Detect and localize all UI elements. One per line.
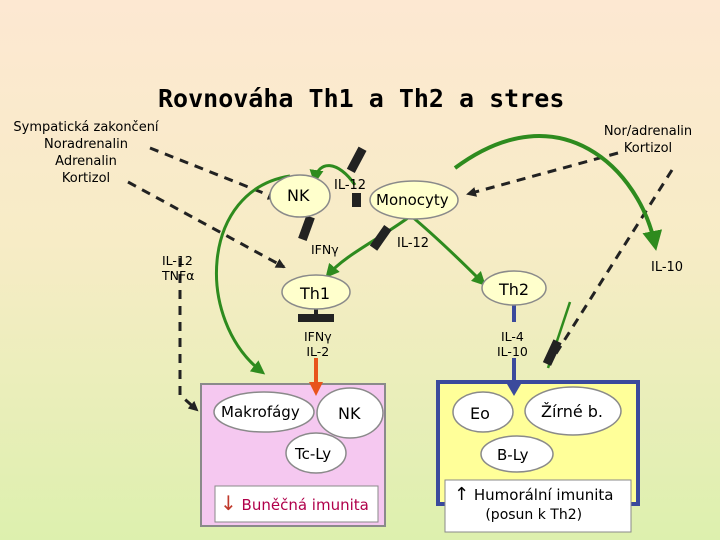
green-arrow-il12-tnf-to-makrofagy bbox=[214, 174, 291, 375]
il12-mid-label: IL-12 bbox=[397, 236, 430, 251]
nk-bottom-label: NK bbox=[338, 404, 361, 423]
left-stress-item: Sympatická zakončení bbox=[13, 120, 159, 135]
tc-ly-label: Tc-Ly bbox=[295, 445, 332, 463]
humoral-label-bg bbox=[444, 479, 632, 533]
th1-cytokine-item: IFNγ bbox=[304, 329, 332, 344]
left-stress-item: Kortizol bbox=[61, 171, 111, 186]
b-ly-ellipse bbox=[480, 435, 554, 473]
green-arrow-il12-to-nk bbox=[309, 164, 357, 186]
il12-tnf-item: TNFα bbox=[162, 268, 195, 283]
th2-output bbox=[507, 303, 521, 396]
humoral-immunity-line: ↑ Humorální imunita bbox=[454, 485, 613, 505]
left-stress-item: Noradrenalin bbox=[44, 137, 128, 152]
inhibition-bar-il12-mid bbox=[369, 225, 392, 251]
right-stress-factors: Nor/adrenalin Kortizol bbox=[598, 123, 698, 157]
nk-top-label: NK bbox=[287, 186, 310, 205]
green-arrow-il10-big bbox=[453, 134, 663, 251]
cellular-immunity-text: Buněčná imunita bbox=[241, 496, 369, 514]
page-title: Rovnováha Th1 a Th2 a stres bbox=[158, 84, 565, 113]
humoral-immunity-label: ↑ Humorální imunita (posun k Th2) bbox=[454, 485, 613, 525]
zirne-ellipse bbox=[524, 386, 622, 436]
th2-cytokine-item: IL-4 bbox=[500, 329, 524, 344]
humoral-up-arrow: ↑ bbox=[454, 484, 470, 505]
th1-label: Th1 bbox=[300, 284, 331, 303]
zirne-label: Žírné b. bbox=[541, 402, 604, 421]
green-arrow-monocyty-to-th1 bbox=[325, 213, 413, 279]
cellular-immunity-label: ↓ Buněčná imunita bbox=[220, 491, 369, 515]
tc-ly-ellipse bbox=[285, 432, 347, 474]
inhibition-bar-right-il10 bbox=[542, 339, 562, 366]
th1-ellipse bbox=[281, 274, 351, 310]
monocyty-ellipse bbox=[369, 180, 459, 220]
eo-ellipse bbox=[452, 391, 514, 433]
left-stress-factors: Sympatická zakončení Noradrenalin Adrena… bbox=[6, 119, 166, 187]
green-arrows bbox=[214, 134, 663, 375]
th1-cytokines: IFNγ IL-2 bbox=[304, 329, 332, 359]
node-shapes bbox=[213, 174, 622, 474]
th2-ellipse bbox=[481, 270, 547, 306]
ifn-top-label: IFNγ bbox=[311, 242, 339, 257]
dashed-arrow-to-makrofagy bbox=[178, 258, 199, 412]
th2-cytokines: IL-4 IL-10 bbox=[497, 329, 528, 359]
right-stress-item: Nor/adrenalin bbox=[603, 124, 693, 139]
il12-tnf-label: IL-12 TNFα bbox=[162, 253, 194, 283]
cellular-down-arrow: ↓ bbox=[220, 491, 237, 515]
b-ly-label: B-Ly bbox=[497, 446, 529, 464]
humoral-immunity-text: Humorální imunita bbox=[473, 486, 614, 504]
th2-label: Th2 bbox=[499, 280, 530, 299]
inhibition-bar-il12 bbox=[352, 193, 361, 207]
nk-bottom-ellipse bbox=[316, 387, 384, 439]
left-stress-item: Adrenalin bbox=[55, 154, 117, 169]
right-stress-item: Kortizol bbox=[623, 141, 673, 156]
il10-label: IL-10 bbox=[651, 260, 684, 275]
th2-cytokine-item: IL-10 bbox=[497, 344, 528, 359]
cellular-label-bg bbox=[214, 485, 379, 523]
monocyty-label: Monocyty bbox=[376, 191, 449, 209]
nk-top-ellipse bbox=[269, 174, 331, 218]
dashed-arrow-to-monocyty bbox=[466, 151, 619, 197]
makrofagy-label: Makrofágy bbox=[221, 403, 300, 421]
il12-tnf-item: IL-12 bbox=[162, 253, 193, 268]
th2-blue-arrowhead bbox=[507, 384, 521, 396]
green-arrow-to-th2 bbox=[409, 213, 486, 286]
il12-top-label: IL-12 bbox=[334, 178, 367, 193]
inhibition-bar-top bbox=[346, 146, 367, 173]
th1-cytokine-item: IL-2 bbox=[306, 344, 330, 359]
humoral-note: (posun k Th2) bbox=[485, 507, 583, 523]
dashed-arrow-to-nk bbox=[149, 146, 278, 200]
dashed-arrow-to-th1 bbox=[127, 180, 286, 269]
th1-red-arrowhead bbox=[309, 382, 323, 396]
eo-label: Eo bbox=[470, 404, 490, 423]
makrofagy-ellipse bbox=[213, 391, 315, 433]
inhibition-bar-ifn bbox=[298, 215, 315, 241]
